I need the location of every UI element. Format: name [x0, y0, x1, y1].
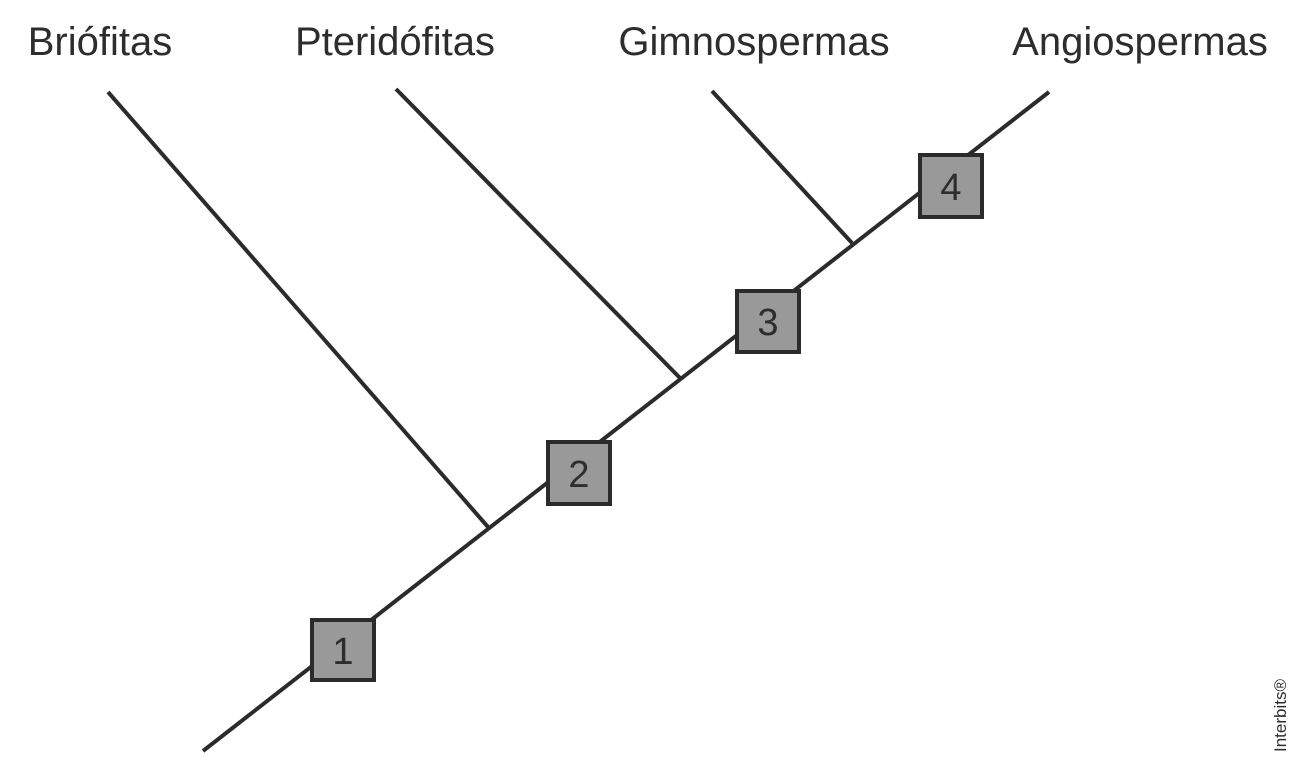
branch-pteridofitas [394, 87, 682, 380]
node-label-1: 1 [332, 631, 353, 673]
node-box-2 [546, 440, 612, 506]
branch-briofitas [106, 90, 490, 529]
node-label-4: 4 [940, 167, 961, 209]
node-label-2: 2 [568, 454, 589, 496]
taxon-label-pteridofitas: Pteridófitas [295, 20, 495, 64]
node-box-4 [918, 153, 984, 219]
taxon-label-briofitas: Briófitas [28, 20, 173, 64]
node-marker-4: 4 [918, 153, 984, 219]
node-box-3 [735, 289, 801, 354]
node-marker-3: 3 [735, 289, 801, 354]
node-box-1 [310, 618, 376, 682]
branch-gimnospermas [710, 89, 854, 245]
node-marker-1: 1 [310, 618, 376, 682]
taxon-label-angiospermas: Angiospermas [1012, 20, 1268, 64]
node-marker-2: 2 [546, 440, 612, 506]
interbits-watermark: Interbits® [1271, 679, 1290, 752]
taxon-label-gimnospermas: Gimnospermas [618, 20, 889, 64]
node-label-3: 3 [757, 302, 778, 344]
